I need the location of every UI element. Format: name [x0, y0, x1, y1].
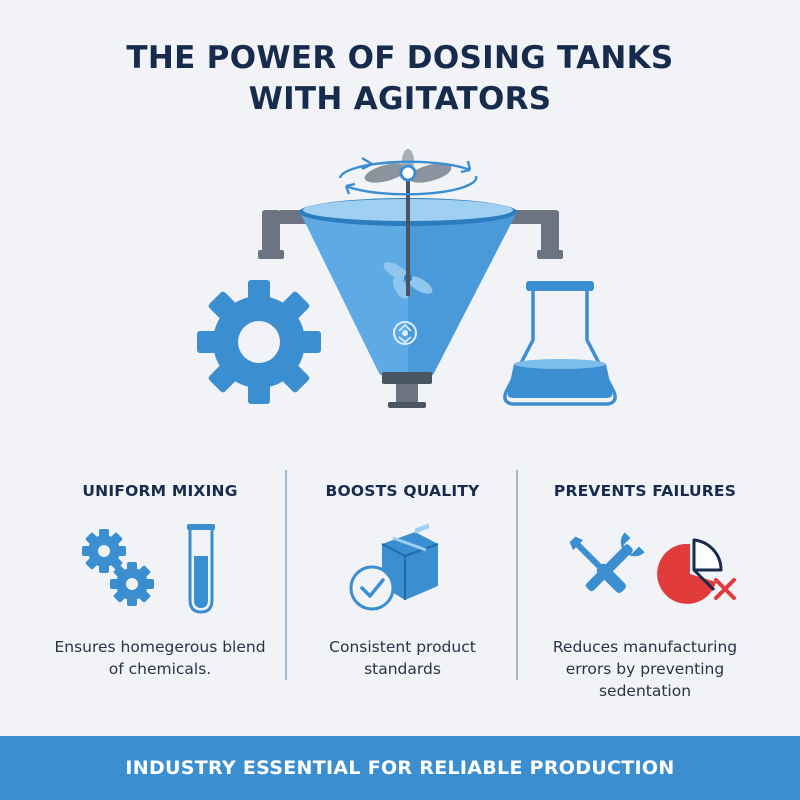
- benefit-description: Consistent product standards: [329, 638, 476, 678]
- title-line-2: WITH AGITATORS: [248, 81, 552, 117]
- benefit-title: PREVENTS FAILURES: [553, 482, 737, 500]
- benefit-description: Reduces manufacturing errors by preventi…: [552, 638, 738, 700]
- benefit-boosts-quality: BOOSTS QUALITY Consistent product standa…: [290, 470, 515, 685]
- benefit-icons: [520, 516, 770, 626]
- package-box-icon: [381, 523, 439, 600]
- checkmark-circle-icon: [349, 565, 395, 611]
- pie-chart-x-icon: [657, 538, 736, 604]
- benefit-icons: [290, 516, 515, 626]
- wrench-screwdriver-icon: [569, 532, 645, 593]
- benefit-prevents-failures: PREVENTS FAILURES Reduces m: [520, 470, 770, 700]
- hero-illustration: [197, 149, 617, 408]
- gear-icon: [197, 280, 321, 404]
- column-divider: [285, 470, 287, 680]
- tank-emblem-icon: [393, 321, 417, 345]
- flask-icon: [503, 281, 617, 406]
- benefit-uniform-mixing: UNIFORM MIXING: [40, 470, 280, 685]
- benefit-icons: [40, 516, 280, 626]
- footer-banner: INDUSTRY ESSENTIAL FOR RELIABLE PRODUCTI…: [0, 736, 800, 800]
- gears-icon: [82, 529, 154, 606]
- benefit-title: UNIFORM MIXING: [82, 482, 238, 500]
- benefit-title: BOOSTS QUALITY: [325, 482, 480, 500]
- outlet-pipe-right: [500, 210, 563, 259]
- test-tube-icon: [187, 524, 215, 614]
- rotation-arrows-icon: [338, 156, 478, 196]
- benefit-description: Ensures homegerous blend of chemicals.: [54, 638, 266, 678]
- column-divider: [516, 470, 518, 680]
- banner-text: INDUSTRY ESSENTIAL FOR RELIABLE PRODUCTI…: [125, 757, 675, 779]
- page-title: THE POWER OF DOSING TANKS WITH AGITATORS: [0, 38, 800, 120]
- title-line-1: THE POWER OF DOSING TANKS: [126, 40, 674, 76]
